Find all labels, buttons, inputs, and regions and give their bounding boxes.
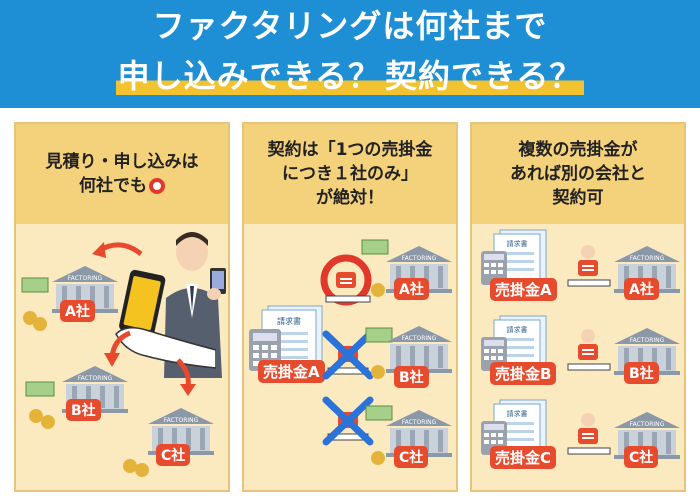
svg-text:請求書: 請求書 bbox=[507, 325, 528, 334]
svg-text:FACTORING: FACTORING bbox=[402, 335, 437, 342]
receivable-a-label: 売掛金A bbox=[490, 278, 557, 301]
bank-c-label: C社 bbox=[624, 446, 659, 468]
receivable-b-label: 売掛金B bbox=[490, 362, 557, 385]
money-icon bbox=[371, 283, 385, 297]
panel-estimates-header: 見積り・申し込みは 何社でも bbox=[16, 124, 228, 224]
arrow-to-b-icon bbox=[104, 330, 131, 367]
money-icon bbox=[365, 327, 393, 343]
bank-c-label: C社 bbox=[394, 446, 429, 468]
svg-text:FACTORING: FACTORING bbox=[630, 255, 665, 262]
svg-text:FACTORING: FACTORING bbox=[164, 417, 199, 424]
svg-text:請求書: 請求書 bbox=[277, 316, 301, 326]
header-highlight-apply: 申し込みできる？ bbox=[115, 57, 383, 95]
panel-one-contract-title: 契約は「1つの売掛金 につき１社のみ」 が絶対！ bbox=[267, 140, 433, 208]
panel-multiple-receivables-title: 複数の売掛金が あれば別の会社と 契約可 bbox=[510, 140, 646, 208]
header-highlight-contract: 契約できる？ bbox=[383, 57, 585, 95]
contract-person-icon bbox=[567, 245, 611, 287]
factoring-bank-a-icon: FACTORING bbox=[386, 246, 452, 293]
smartphone-hand-icon bbox=[115, 269, 216, 369]
arrow-to-a-icon bbox=[92, 242, 143, 258]
svg-text:請求書: 請求書 bbox=[507, 239, 528, 248]
contract-person-icon bbox=[567, 329, 611, 371]
svg-text:FACTORING: FACTORING bbox=[402, 255, 437, 262]
panel-one-contract-header: 契約は「1つの売掛金 につき１社のみ」 が絶対！ bbox=[244, 124, 456, 224]
money-icon bbox=[365, 405, 393, 421]
svg-text:請求書: 請求書 bbox=[507, 409, 528, 418]
panel-estimates: 見積り・申し込みは 何社でも FACTORING bbox=[14, 122, 230, 492]
svg-text:FACTORING: FACTORING bbox=[630, 421, 665, 428]
panel-multiple-receivables: 複数の売掛金が あれば別の会社と 契約可 請求書 売掛金A FACTORING … bbox=[470, 122, 686, 492]
money-icon bbox=[21, 277, 49, 331]
header-banner: ファクタリングは何社まで 申し込みできる？契約できる？ bbox=[0, 0, 700, 108]
panel-estimates-title: 見積り・申し込みは 何社でも bbox=[45, 152, 199, 196]
svg-text:FACTORING: FACTORING bbox=[402, 419, 437, 426]
receivable-c-label: 売掛金C bbox=[490, 446, 557, 469]
header-title-line1: ファクタリングは何社まで bbox=[152, 7, 548, 45]
calculator-icon bbox=[481, 251, 507, 285]
panel-one-contract: 契約は「1つの売掛金 につき１社のみ」 が絶対！ FACTORING A社 請求… bbox=[242, 122, 458, 492]
money-icon bbox=[371, 451, 385, 465]
ok-contract-icon bbox=[320, 254, 372, 306]
svg-text:FACTORING: FACTORING bbox=[78, 375, 113, 382]
bank-a-label: A社 bbox=[394, 278, 429, 300]
svg-text:FACTORING: FACTORING bbox=[68, 275, 103, 282]
rejected-contract-icon bbox=[322, 396, 374, 446]
ok-circle-icon bbox=[149, 178, 165, 194]
arrow-to-c-icon bbox=[176, 358, 196, 396]
header-title-line2: 申し込みできる？契約できる？ bbox=[0, 56, 700, 96]
bank-a-label: A社 bbox=[624, 278, 659, 300]
bank-a-label: A社 bbox=[60, 300, 95, 322]
money-icon bbox=[123, 459, 149, 477]
bank-b-label: B社 bbox=[394, 366, 429, 388]
contract-person-icon bbox=[567, 413, 611, 455]
receivable-a-label: 売掛金A bbox=[258, 360, 325, 383]
panel-multiple-receivables-header: 複数の売掛金が あれば別の会社と 契約可 bbox=[472, 124, 684, 224]
svg-text:FACTORING: FACTORING bbox=[630, 337, 665, 344]
bank-c-label: C社 bbox=[156, 444, 191, 466]
money-icon bbox=[361, 239, 389, 255]
money-icon bbox=[25, 381, 55, 429]
money-icon bbox=[371, 365, 385, 379]
bank-b-label: B社 bbox=[624, 362, 659, 384]
bank-b-label: B社 bbox=[66, 399, 101, 421]
